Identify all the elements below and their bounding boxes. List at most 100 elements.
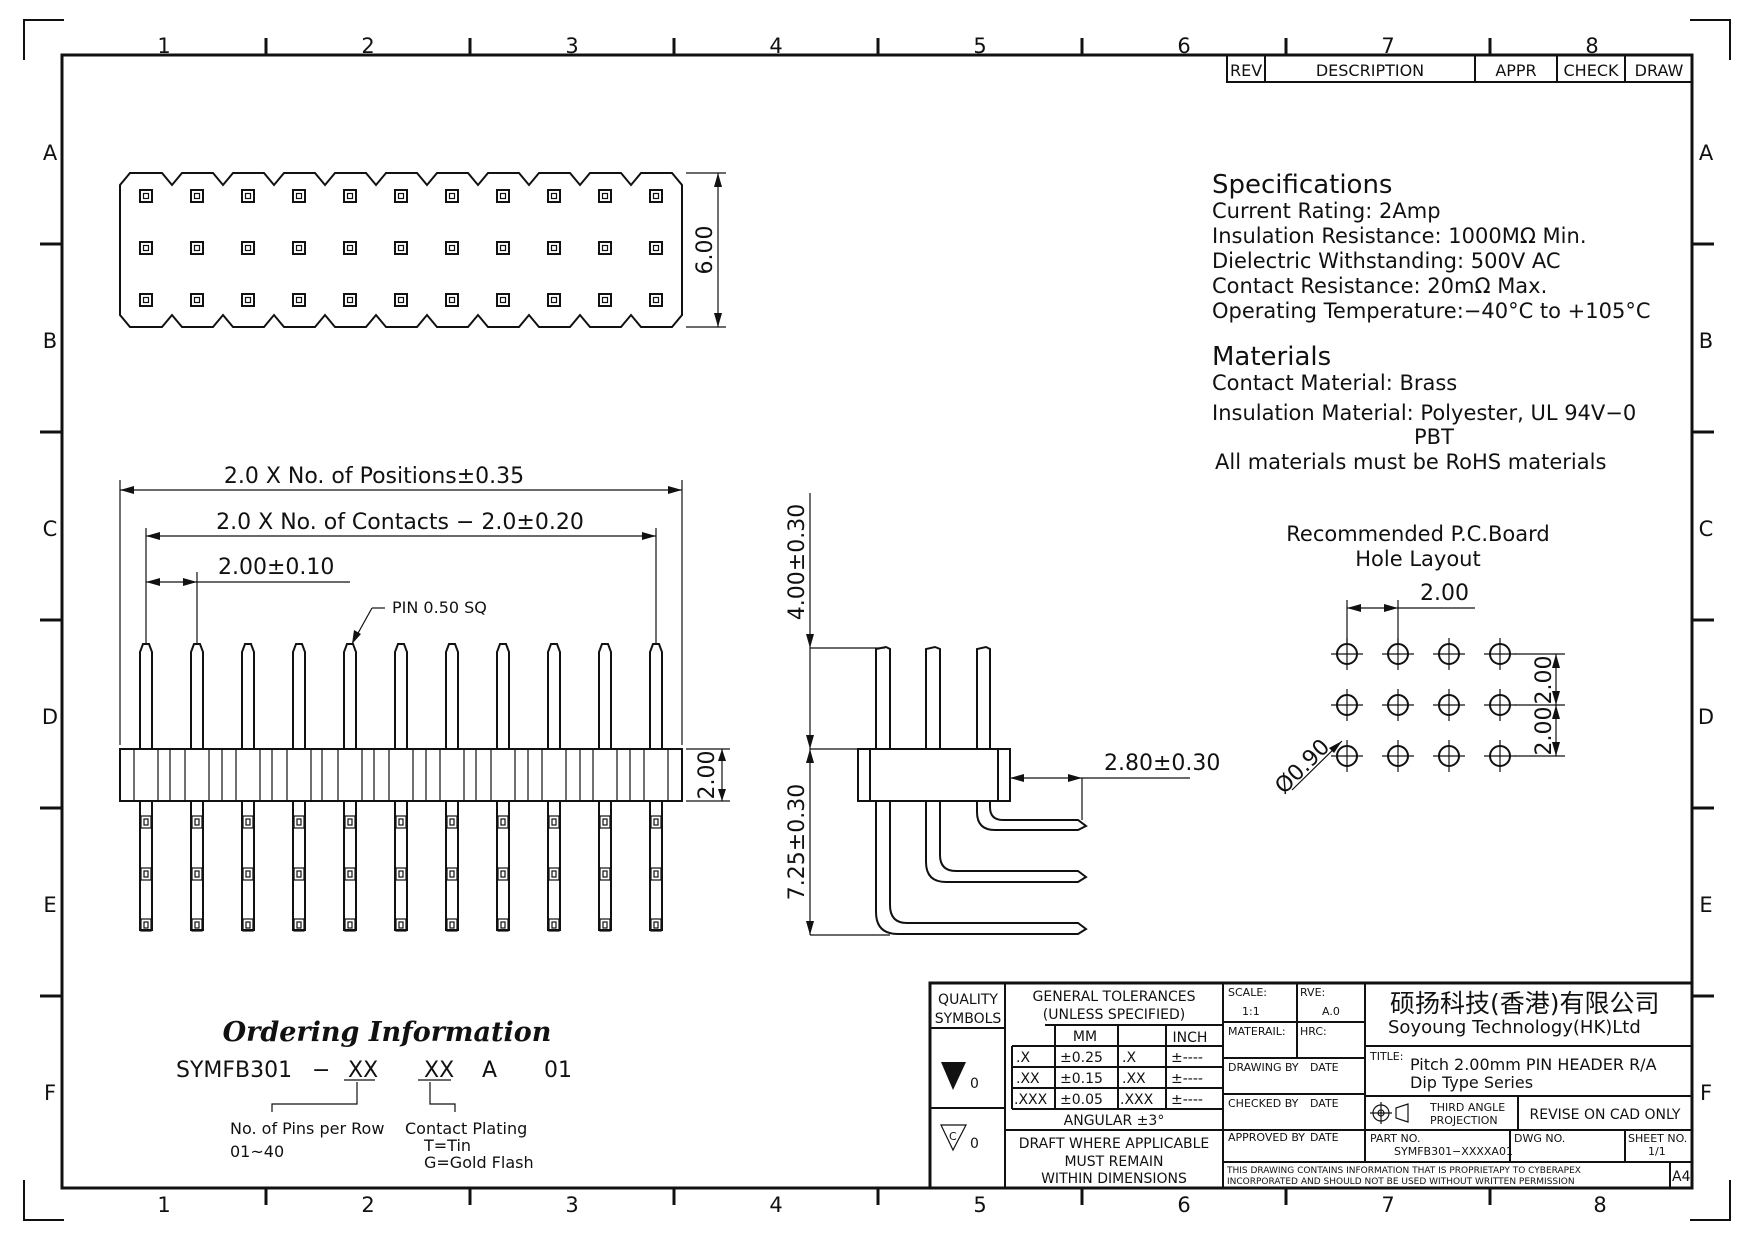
pin-band-inner bbox=[296, 870, 302, 878]
ordering-xx-pins: XX bbox=[348, 1058, 378, 1083]
dim-upper: 4.00±0.30 bbox=[785, 504, 810, 620]
pin-band bbox=[191, 918, 203, 932]
unless-specified: (UNLESS SPECIFIED) bbox=[1043, 1007, 1185, 1023]
col-label: 5 bbox=[973, 34, 986, 58]
hrc-label: HRC: bbox=[1300, 1025, 1327, 1038]
rev-header: REV bbox=[1230, 61, 1262, 80]
pin-band bbox=[497, 918, 509, 932]
ordering-plating-label: Contact Plating bbox=[405, 1119, 527, 1138]
pin-square bbox=[190, 189, 204, 203]
pin-upper bbox=[547, 643, 561, 749]
quality-label-2: SYMBOLS bbox=[935, 1011, 1002, 1027]
checked-by-label: CHECKED BY bbox=[1228, 1097, 1299, 1110]
tol-key: .XXX bbox=[1014, 1092, 1048, 1108]
material-rohs: All materials must be RoHS materials bbox=[1215, 450, 1606, 474]
spec-line: Operating Temperature:−40°C to +105°C bbox=[1212, 299, 1651, 323]
pin-lower bbox=[394, 801, 408, 931]
spec-line: Contact Resistance: 20mΩ Max. bbox=[1212, 274, 1547, 298]
col-label: 6 bbox=[1177, 34, 1190, 58]
front-view-pins bbox=[139, 643, 663, 932]
spec-line: Current Rating: 2Amp bbox=[1212, 199, 1441, 223]
pin-band-inner bbox=[551, 870, 557, 878]
pin-band bbox=[446, 815, 458, 829]
pin-band bbox=[446, 867, 458, 881]
draw-header: DRAW bbox=[1635, 61, 1684, 80]
pin-band-inner bbox=[602, 870, 608, 878]
pin-upper bbox=[139, 643, 153, 749]
tol-inch-header: INCH bbox=[1173, 1030, 1208, 1046]
pin-band-inner bbox=[245, 870, 251, 878]
pin-band-inner bbox=[194, 870, 200, 878]
quality-symbol-sub-1: 0 bbox=[970, 1076, 979, 1092]
dim-height-top: 6.00 bbox=[693, 226, 718, 275]
pin-band-inner bbox=[143, 818, 149, 826]
notice-line-2: INCORPORATED AND SHOULD NOT BE USED WITH… bbox=[1227, 1177, 1575, 1187]
quality-symbol-sub-2: 0 bbox=[970, 1136, 979, 1152]
pin-band bbox=[650, 815, 662, 829]
pin-upper bbox=[598, 643, 612, 749]
pcb-title-2: Hole Layout bbox=[1355, 547, 1480, 571]
pin-square-inner bbox=[397, 296, 405, 304]
pin-band bbox=[548, 815, 560, 829]
dim-lower: 7.25±0.30 bbox=[785, 784, 810, 900]
revise-note: REVISE ON CAD ONLY bbox=[1530, 1107, 1681, 1123]
ordering-title: Ordering Information bbox=[223, 1017, 552, 1048]
row-label: E bbox=[43, 893, 56, 917]
pin-square bbox=[649, 293, 663, 307]
top-view: 6.00 bbox=[119, 172, 726, 328]
pin-square-inner bbox=[601, 244, 609, 252]
pin-upper bbox=[343, 643, 357, 749]
pin-lower bbox=[445, 801, 459, 931]
pin-band-inner bbox=[296, 921, 302, 929]
row-label: C bbox=[1699, 517, 1714, 541]
pin-square bbox=[649, 241, 663, 255]
col-label: 8 bbox=[1593, 1193, 1606, 1217]
ordering-suffix: 01 bbox=[544, 1058, 572, 1083]
pin-square bbox=[343, 293, 357, 307]
pin-upper bbox=[292, 643, 306, 749]
date-label: DATE bbox=[1310, 1061, 1339, 1074]
pin-square-inner bbox=[499, 296, 507, 304]
pin-band-inner bbox=[551, 921, 557, 929]
appr-header: APPR bbox=[1495, 61, 1536, 80]
pin-square bbox=[190, 241, 204, 255]
pin-band bbox=[344, 867, 356, 881]
pin-square bbox=[496, 189, 510, 203]
pin-upper bbox=[241, 643, 255, 749]
ordering-plating-tin: T=Tin bbox=[423, 1136, 471, 1155]
row-label: D bbox=[42, 705, 58, 729]
pin-band-inner bbox=[143, 921, 149, 929]
pcb-layout: Recommended P.C.Board Hole Layout 2.00 2… bbox=[1271, 522, 1565, 799]
title-line-2: Dip Type Series bbox=[1410, 1073, 1533, 1092]
pin-band-inner bbox=[194, 818, 200, 826]
notice-line-1: THIS DRAWING CONTAINS INFORMATION THAT I… bbox=[1226, 1166, 1581, 1176]
tol-angular: ANGULAR ±3° bbox=[1064, 1113, 1165, 1129]
pin-square bbox=[292, 293, 306, 307]
pin-band bbox=[446, 918, 458, 932]
title-line-1: Pitch 2.00mm PIN HEADER R/A bbox=[1410, 1055, 1657, 1074]
tol-key: .X bbox=[1016, 1050, 1030, 1066]
pin-square bbox=[547, 293, 561, 307]
pin-square-inner bbox=[499, 244, 507, 252]
pin-square-inner bbox=[193, 244, 201, 252]
general-tolerances: GENERAL TOLERANCES bbox=[1033, 989, 1196, 1005]
pin-square bbox=[190, 293, 204, 307]
pin-square-inner bbox=[448, 192, 456, 200]
quality-symbol-filled-icon bbox=[941, 1062, 966, 1090]
dim-pin: PIN 0.50 SQ bbox=[392, 598, 487, 617]
pin-upper bbox=[190, 643, 204, 749]
ordering-pins-label: No. of Pins per Row bbox=[230, 1119, 384, 1138]
pin-square-inner bbox=[295, 296, 303, 304]
pin-band bbox=[191, 867, 203, 881]
material-contact: Contact Material: Brass bbox=[1212, 371, 1457, 395]
pin-lower bbox=[496, 801, 510, 931]
front-view-body-dividers bbox=[133, 749, 669, 801]
pin-band bbox=[497, 867, 509, 881]
rve-label: RVE: bbox=[1300, 986, 1325, 999]
pin-square-inner bbox=[295, 192, 303, 200]
tol-val: ±---- bbox=[1171, 1071, 1203, 1087]
title-block: QUALITY SYMBOLS 0 C 0 GENERAL TOLERANCES… bbox=[928, 981, 1694, 1190]
dim-positions: 2.0 X No. of Positions±0.35 bbox=[224, 464, 524, 489]
pin-band bbox=[599, 815, 611, 829]
